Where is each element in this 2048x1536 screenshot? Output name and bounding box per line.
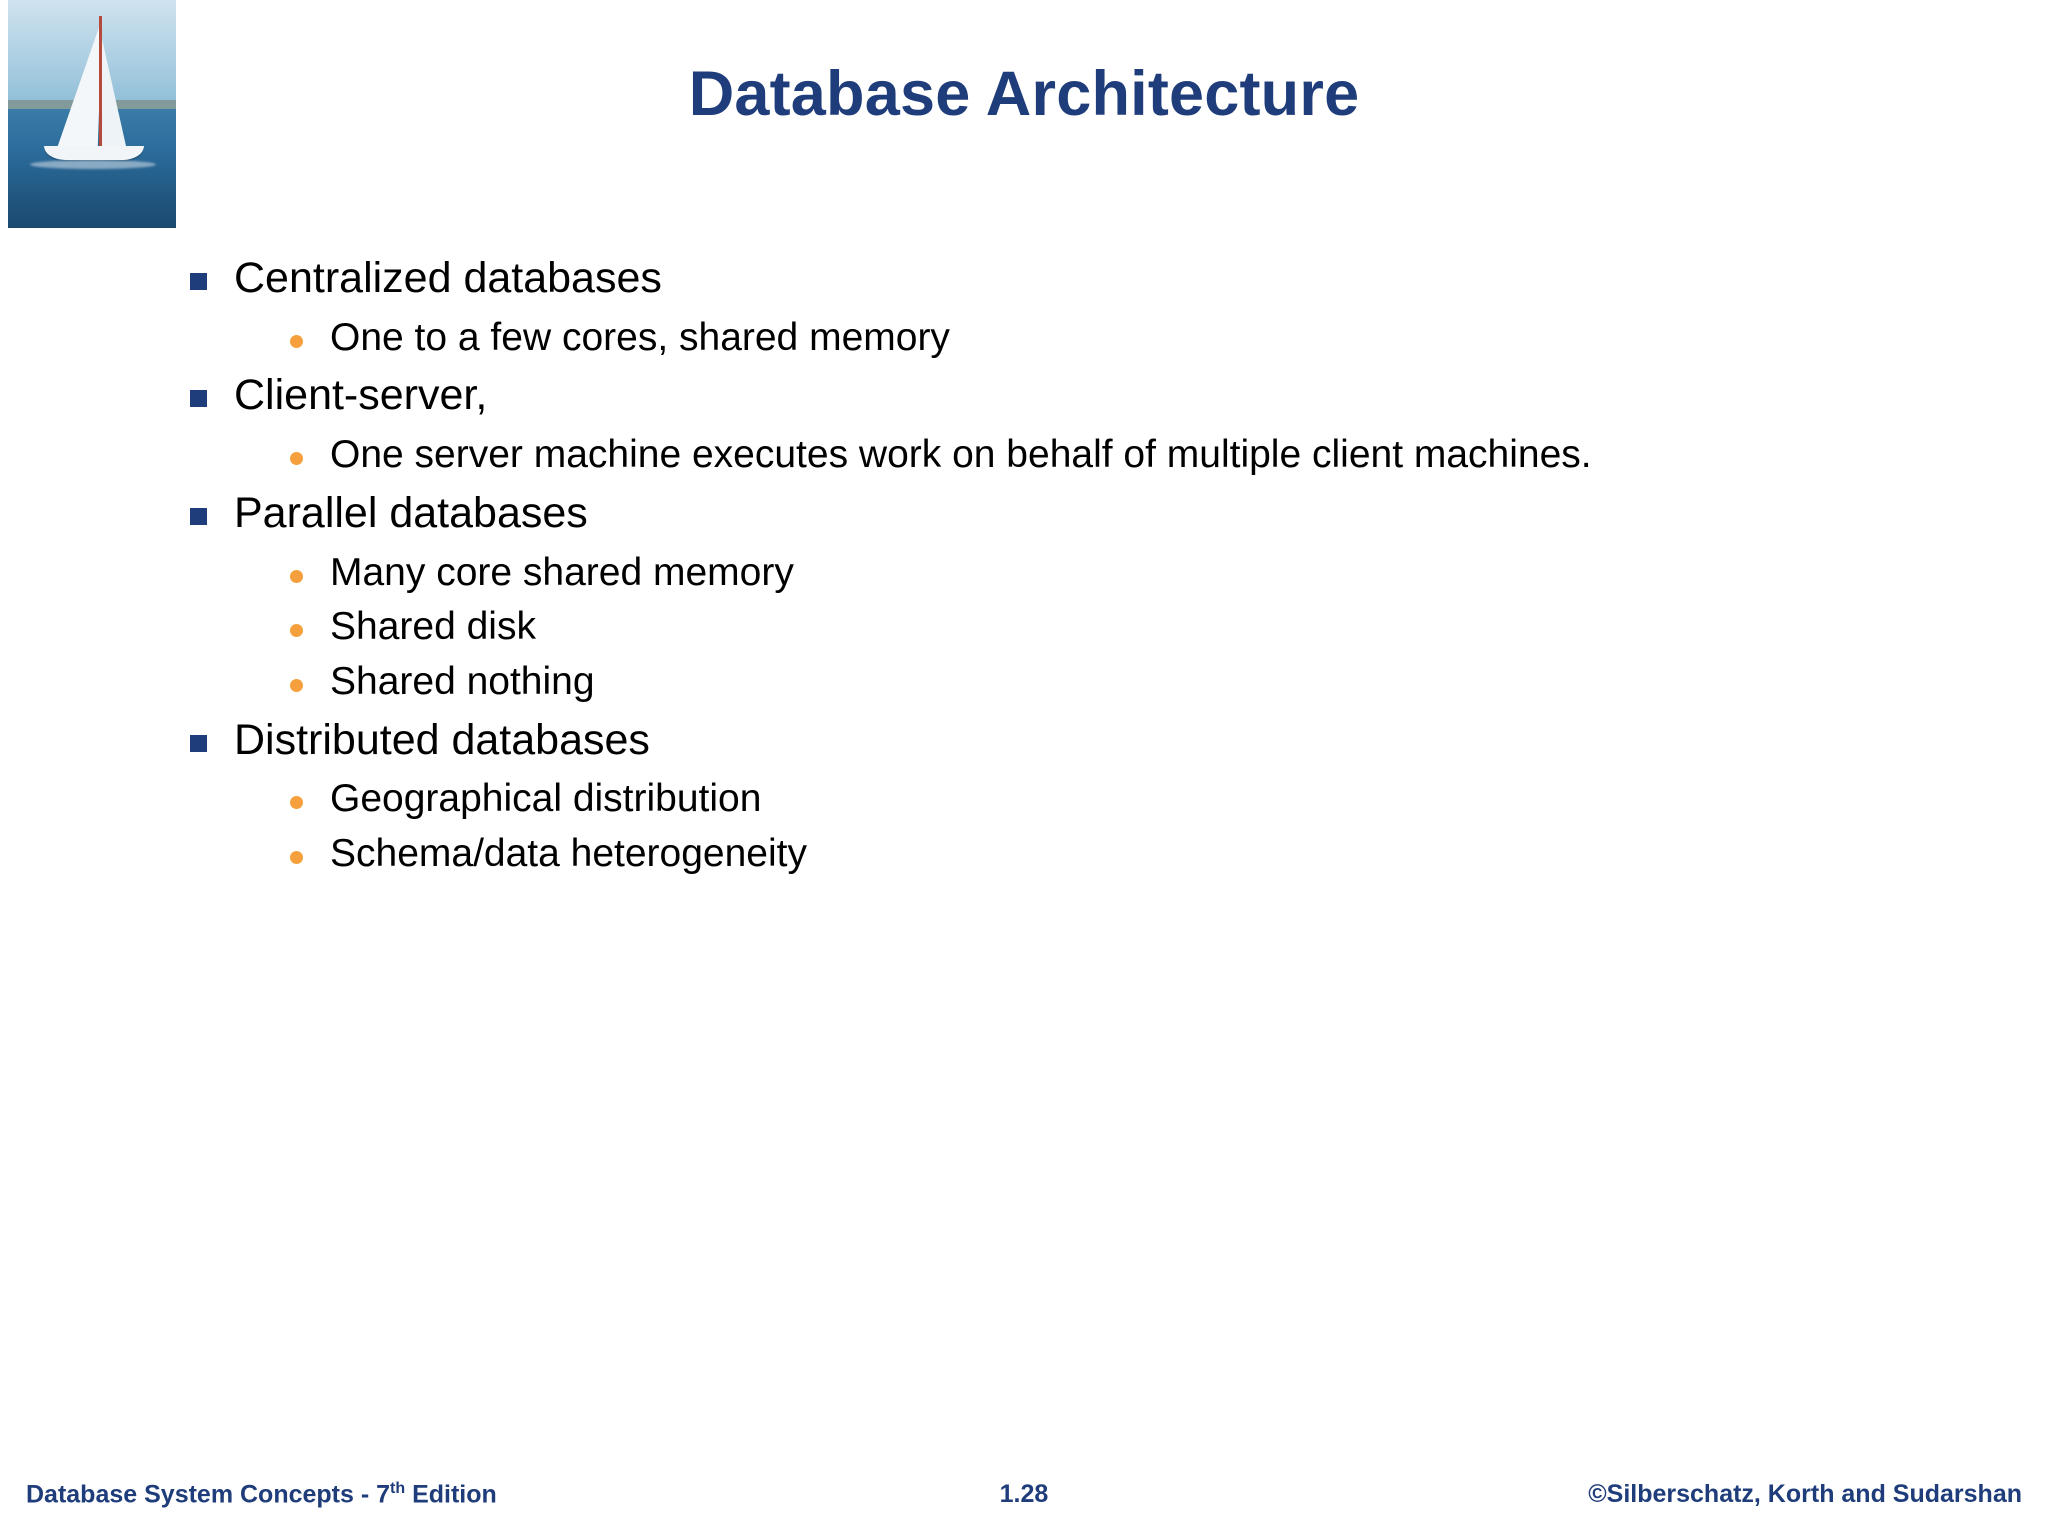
list-item: Parallel databases: [190, 485, 1950, 542]
photo-sea: [8, 109, 176, 228]
square-bullet-icon: [190, 273, 207, 290]
list-item-label: Geographical distribution: [330, 777, 762, 821]
dot-bullet-icon: [290, 569, 303, 583]
list-item-label: Parallel databases: [234, 488, 588, 537]
list-item-label: Schema/data heterogeneity: [330, 832, 807, 876]
dot-bullet-icon: [290, 796, 303, 810]
slide-footer: Database System Concepts - 7th Edition 1…: [0, 1480, 2048, 1514]
list-item: Shared nothing: [290, 657, 1950, 708]
list-item: Centralized databases: [190, 250, 1950, 307]
list-item-label: Distributed databases: [234, 715, 650, 764]
list-item-label: One to a few cores, shared memory: [330, 315, 950, 359]
list-item: Schema/data heterogeneity: [290, 829, 1950, 880]
footer-page-number: 1.28: [999, 1480, 1049, 1508]
list-item-label: One server machine executes work on beha…: [330, 433, 1592, 477]
page-title: Database Architecture: [688, 59, 1360, 129]
dot-bullet-icon: [290, 334, 303, 348]
list-item-label: Client-server,: [234, 371, 488, 420]
sailboat-wake: [30, 160, 156, 169]
list-item: Distributed databases: [190, 712, 1950, 769]
sailboat-hull-icon: [44, 146, 144, 160]
footer-edition-tail: Edition: [405, 1480, 497, 1509]
dot-bullet-icon: [290, 851, 303, 865]
slide-body: Centralized databases One to a few cores…: [190, 250, 1950, 884]
photo-shoreline: [8, 100, 176, 112]
list-item: Geographical distribution: [290, 774, 1950, 825]
square-bullet-icon: [190, 507, 207, 525]
list-item-label: Shared disk: [330, 605, 536, 649]
list-item-label: Many core shared memory: [330, 550, 794, 594]
list-item-label: Centralized databases: [234, 254, 662, 302]
list-item: One to a few cores, shared memory: [290, 313, 1950, 364]
footer-edition: Database System Concepts - 7th Edition: [26, 1480, 497, 1509]
footer-edition-main: Database System Concepts - 7: [26, 1480, 391, 1509]
list-item: Shared disk: [290, 602, 1950, 653]
dot-bullet-icon: [290, 624, 303, 638]
square-bullet-icon: [190, 734, 207, 752]
square-bullet-icon: [190, 390, 207, 408]
dot-bullet-icon: [290, 452, 303, 466]
list-item: Client-server,: [190, 367, 1950, 424]
sailboat-mast-icon: [99, 16, 102, 150]
photo-sky: [8, 0, 176, 110]
list-item: Many core shared memory: [290, 548, 1950, 599]
sailboat-jib-icon: [100, 30, 126, 146]
sailboat-photo: [8, 0, 176, 228]
footer-edition-ordinal: th: [390, 1480, 406, 1497]
footer-copyright: ©Silberschatz, Korth and Sudarshan: [1588, 1480, 2022, 1508]
dot-bullet-icon: [290, 679, 303, 692]
list-item: One server machine executes work on beha…: [290, 430, 1950, 481]
list-item-label: Shared nothing: [330, 660, 595, 703]
